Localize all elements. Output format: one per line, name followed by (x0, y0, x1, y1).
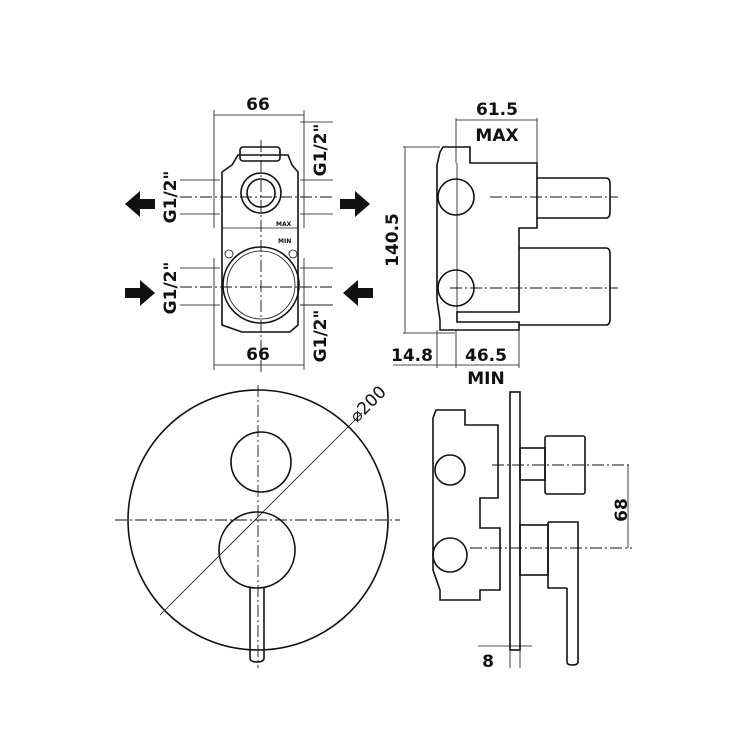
thread-label: G1/2" (161, 171, 181, 224)
outlet-port (437, 178, 475, 216)
thread-label: G1/2" (311, 124, 331, 177)
plate-front-view: ⌀200 (115, 382, 400, 668)
depth-min-label: MIN (467, 369, 504, 389)
valve-body (221, 154, 299, 333)
valve-body-side (436, 146, 538, 331)
width-top-label: 66 (246, 95, 270, 115)
lever-hub (218, 511, 296, 589)
pipe-connections (180, 179, 333, 306)
side-body-view: 140.5 61.5 MAX 14.8 46.5 MIN (383, 100, 618, 389)
cartridge-port (432, 537, 468, 573)
outlet-port (240, 172, 282, 214)
max-mark: MAX (276, 221, 292, 228)
screw (224, 249, 234, 259)
arrow-left-icon (125, 191, 155, 217)
plate-thickness-label: 8 (482, 652, 494, 672)
depth-max-label: MAX (475, 126, 518, 146)
depth-max-value: 61.5 (476, 100, 518, 120)
diameter-label: ⌀200 (346, 382, 390, 426)
assembled-side-view: 68 8 (432, 391, 632, 672)
top-nut (239, 146, 281, 162)
min-mark: MIN (278, 238, 291, 245)
width-bottom-label: 66 (246, 345, 270, 365)
thread-label: G1/2" (161, 262, 181, 315)
cover-plate-side (509, 391, 521, 651)
screw (288, 249, 298, 259)
front-body-view: MAX MIN 66 66 G1/2" G1/2" G1/2" G1/2" (125, 95, 373, 372)
lever-side (566, 588, 579, 666)
diverter-stem (519, 447, 546, 481)
diverter-stem (537, 177, 611, 219)
plate-offset-label: 14.8 (391, 346, 433, 366)
arrow-right-icon (125, 280, 155, 306)
cartridge-stem (519, 247, 611, 326)
thread-label: G1/2" (311, 310, 331, 363)
lever-handle (249, 588, 265, 663)
lever-hub-side (547, 521, 579, 589)
outlet-port (434, 454, 466, 486)
axis-distance-label: 68 (612, 498, 632, 522)
arrow-right-icon (340, 191, 370, 217)
diverter-knob (230, 431, 292, 493)
lever-base (519, 524, 549, 576)
arrow-left-icon (343, 280, 373, 306)
diverter-knob-side (544, 435, 586, 495)
height-label: 140.5 (383, 213, 403, 267)
valve-body-assembled (432, 409, 501, 601)
depth-min-value: 46.5 (465, 346, 507, 366)
diameter-leader (159, 412, 363, 616)
